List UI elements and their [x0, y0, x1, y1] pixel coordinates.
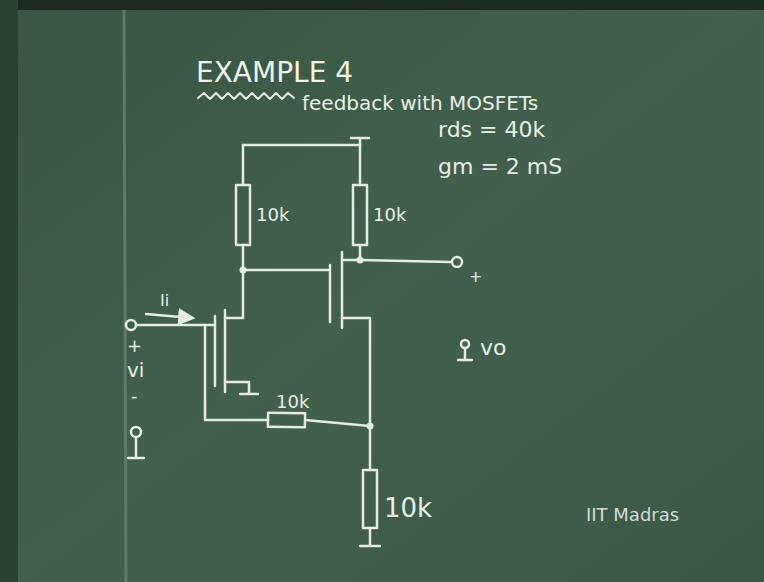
board-left-edge [0, 0, 18, 582]
circuit-wires [126, 93, 472, 546]
resistor-value: 10k [373, 205, 406, 225]
parameter-note: gm = 2 mS [438, 155, 562, 179]
terminal [126, 320, 136, 330]
signal-name: vo [480, 336, 506, 360]
resistor-symbol [353, 185, 367, 245]
mosfet-source-ground [225, 382, 258, 394]
mosfet-gate [214, 316, 217, 386]
supply-rail [243, 144, 360, 147]
current-label: Ii [160, 292, 169, 310]
signal-name: vi [127, 359, 144, 381]
parameter-note: rds = 40k [438, 118, 545, 142]
feedback-wire [205, 325, 370, 426]
ground-symbol [360, 528, 380, 546]
board-top-edge [0, 0, 764, 10]
wire [359, 145, 362, 260]
resistor-symbol [236, 185, 250, 245]
title-squiggle [198, 93, 294, 99]
resistor-value: 10k [276, 392, 309, 412]
title: EXAMPLE 4 [196, 58, 353, 89]
polarity-sign: + [127, 336, 142, 356]
wire [242, 145, 245, 270]
junction-dots [240, 257, 374, 430]
junction-dot [357, 257, 364, 264]
polarity-sign: + [469, 268, 482, 286]
output-wire [360, 260, 451, 262]
terminal [452, 257, 462, 267]
mosfet-gate [329, 265, 332, 322]
current-arrow [146, 314, 192, 318]
resistor-symbol [268, 413, 305, 428]
board-seam [124, 10, 126, 582]
resistor-value: 10k [384, 494, 432, 523]
mosfet-channel [341, 252, 344, 328]
terminal [131, 427, 141, 437]
resistor-value: 10k [256, 205, 289, 225]
ground-symbol [128, 437, 144, 458]
polarity-sign: - [131, 386, 138, 406]
mosfet-source [342, 318, 370, 470]
resistor-symbol [363, 470, 377, 528]
mosfet-drain [225, 270, 243, 318]
subtitle: feedback with MOSFETs [302, 92, 538, 114]
junction-dot [367, 423, 374, 430]
input-wire [136, 324, 215, 327]
mosfet-channel [224, 310, 227, 392]
junction-dot [240, 267, 247, 274]
ground-symbol [458, 348, 472, 360]
wire [243, 269, 330, 272]
watermark: IIT Madras [586, 505, 679, 525]
